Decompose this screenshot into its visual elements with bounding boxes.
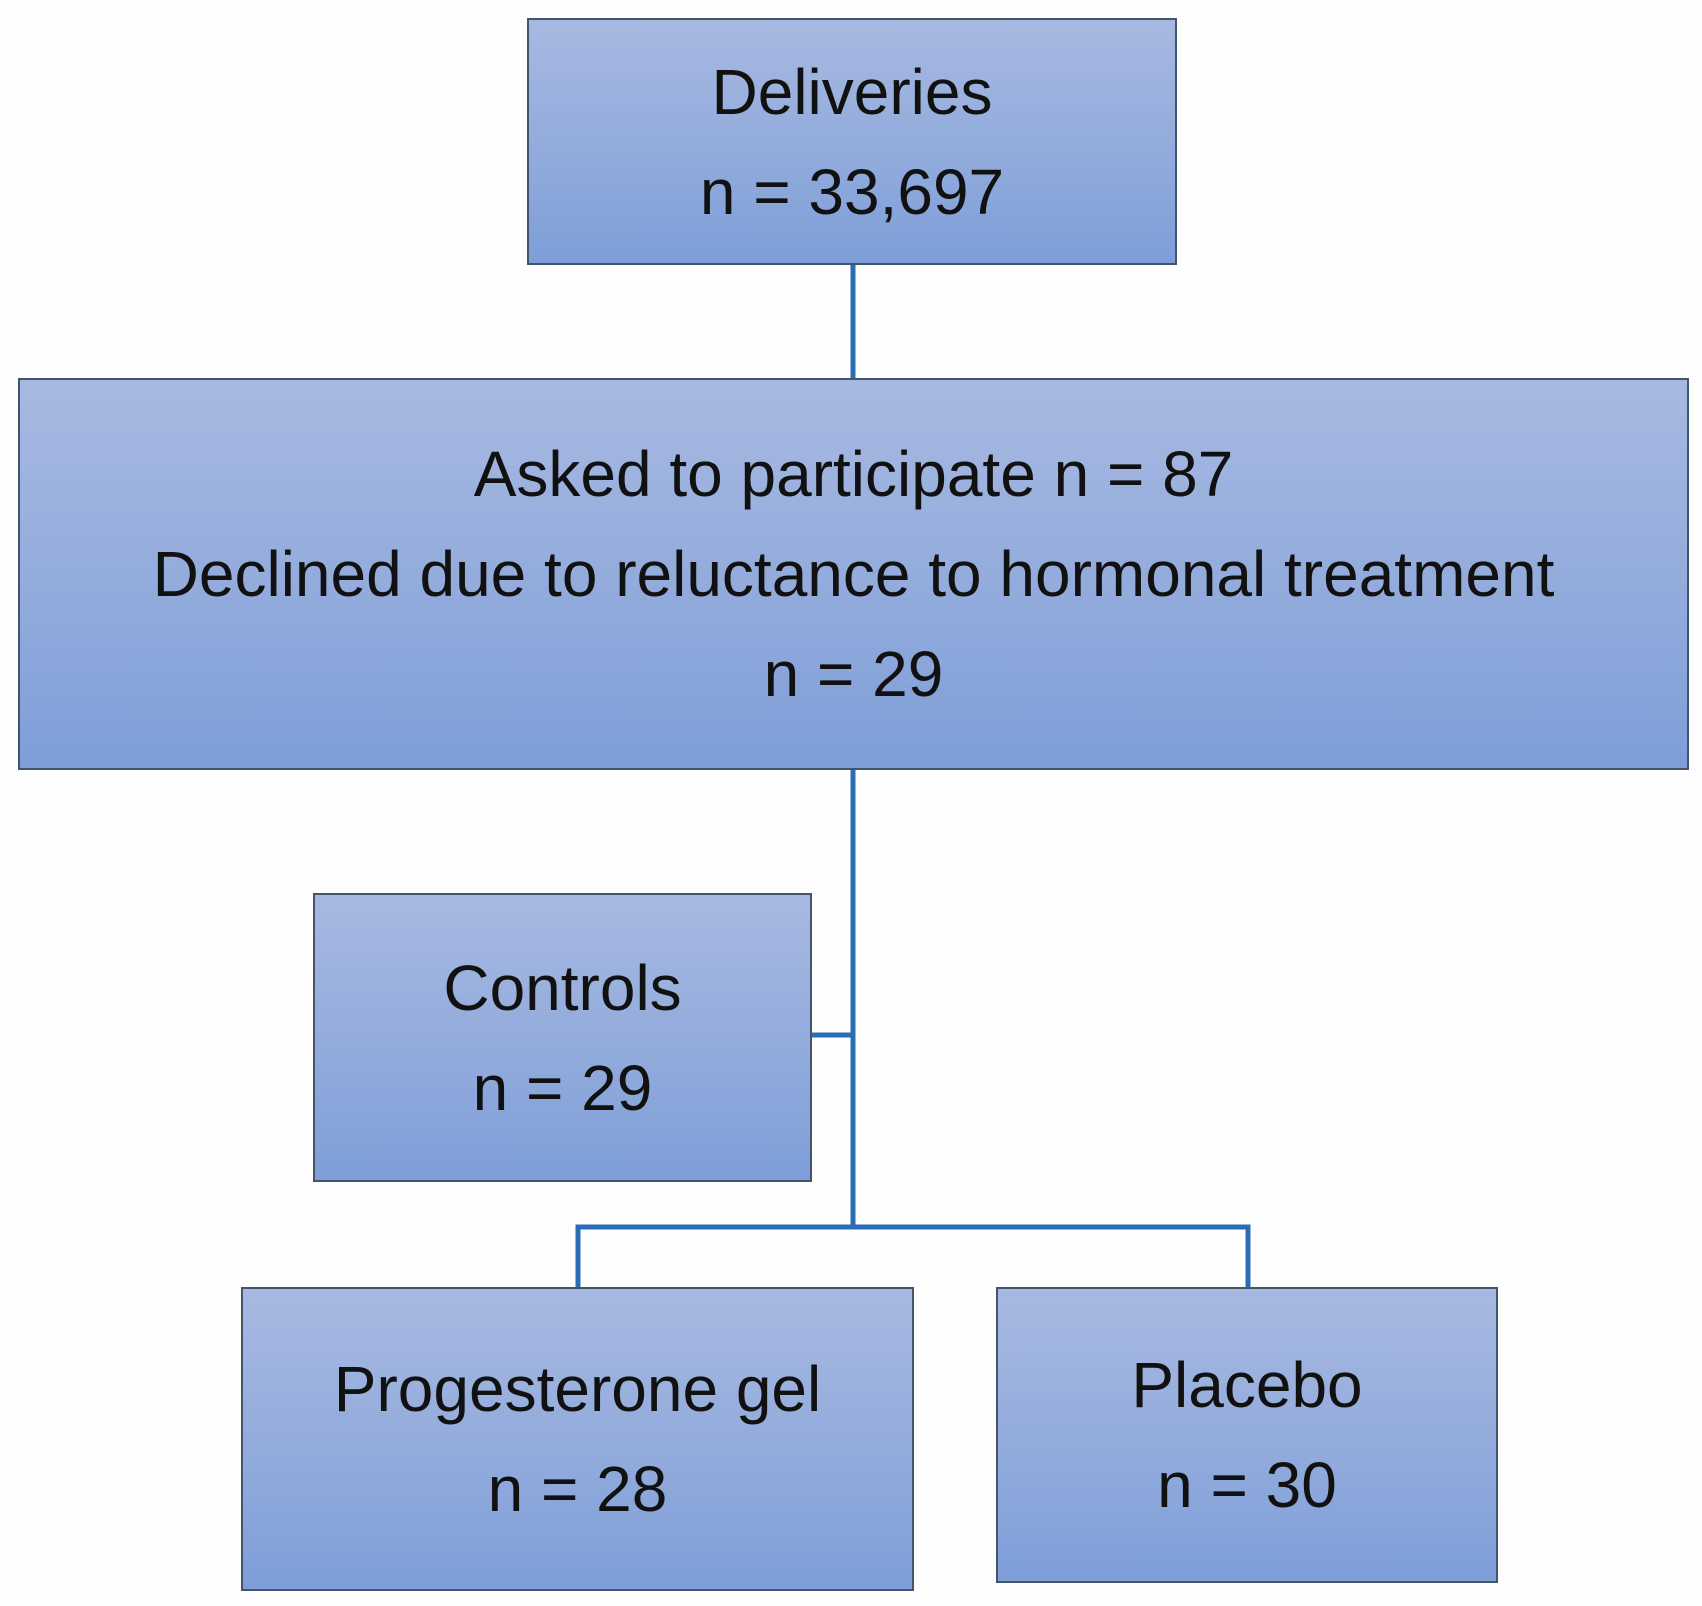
placebo-label: Placebo xyxy=(1131,1349,1363,1421)
progesterone-label: Progesterone gel xyxy=(333,1353,822,1425)
deliveries-label: Deliveries xyxy=(711,55,993,128)
declined-reason: Declined due to reluctance to hormonal t… xyxy=(152,538,1555,610)
declined-count: n = 29 xyxy=(763,638,944,710)
progesterone-count: n = 28 xyxy=(487,1453,668,1525)
deliveries-count: n = 33,697 xyxy=(699,155,1005,228)
asked-to-participate: Asked to participate n = 87 xyxy=(473,438,1234,510)
progesterone-box: Progesterone gel n = 28 xyxy=(241,1287,914,1591)
controls-count: n = 29 xyxy=(472,1051,653,1124)
controls-box: Controls n = 29 xyxy=(313,893,812,1182)
placebo-count: n = 30 xyxy=(1157,1449,1337,1521)
placebo-box: Placebo n = 30 xyxy=(996,1287,1498,1583)
connector-split xyxy=(575,1224,1251,1290)
deliveries-box: Deliveries n = 33,697 xyxy=(527,18,1177,265)
controls-label: Controls xyxy=(443,951,682,1024)
recruitment-box: Asked to participate n = 87 Declined due… xyxy=(18,378,1689,770)
